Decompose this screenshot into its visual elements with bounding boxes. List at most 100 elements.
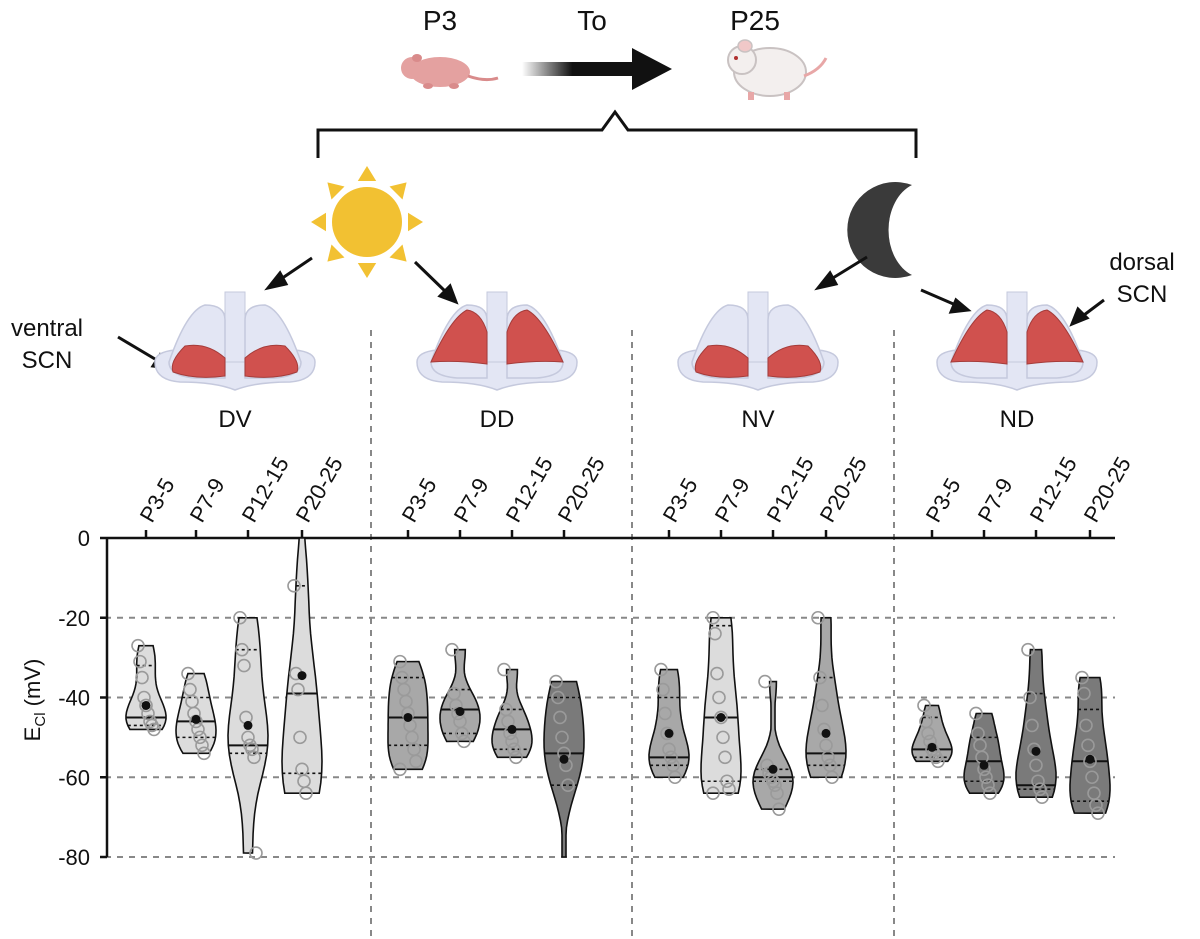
violin-mean xyxy=(821,728,831,738)
data-point xyxy=(917,698,931,713)
sun-ray xyxy=(389,244,407,262)
data-point xyxy=(457,734,471,749)
x-tick-label: P3-5 xyxy=(135,474,180,527)
sun-ray xyxy=(357,166,377,181)
rat-pup-icon xyxy=(401,54,499,89)
x-tick-label: P3-5 xyxy=(397,474,442,527)
y-axis-title: ECl (mV) xyxy=(20,659,49,742)
data-point xyxy=(720,774,734,789)
data-point xyxy=(983,786,997,801)
data-point xyxy=(509,750,523,765)
data-point xyxy=(1081,738,1095,753)
data-point xyxy=(770,786,784,801)
data-point xyxy=(247,750,261,765)
x-tick-label: P20-25 xyxy=(291,453,348,527)
data-point xyxy=(193,730,207,745)
data-point xyxy=(1079,718,1093,733)
sun-ray xyxy=(408,212,423,232)
data-point xyxy=(815,698,829,713)
data-point xyxy=(706,610,720,625)
data-point xyxy=(409,754,423,769)
x-tick-label: P20-25 xyxy=(815,453,872,527)
data-point xyxy=(551,690,565,705)
header-end-label: P25 xyxy=(730,5,780,36)
x-tick-label: P7-9 xyxy=(185,474,230,527)
data-point xyxy=(716,730,730,745)
data-point xyxy=(507,742,521,757)
data-point xyxy=(497,662,511,677)
data-point xyxy=(1035,790,1049,804)
data-point xyxy=(718,750,732,765)
y-tick-label: 0 xyxy=(78,526,90,551)
data-point xyxy=(131,638,145,653)
data-point xyxy=(821,750,835,765)
ventral-scn-label-line1: ventral xyxy=(11,315,83,342)
data-point xyxy=(981,778,995,793)
third-ventricle xyxy=(747,291,769,363)
ventral-scn-label-line2: SCN xyxy=(22,347,73,374)
data-point xyxy=(197,746,211,761)
x-tick-label: P7-9 xyxy=(710,474,755,527)
data-point xyxy=(445,642,459,657)
third-ventricle xyxy=(1006,291,1028,363)
moon-icon xyxy=(847,182,912,278)
data-point xyxy=(706,786,720,801)
bracket xyxy=(316,109,918,158)
data-point xyxy=(921,726,935,741)
sun-ray xyxy=(389,182,407,200)
data-point xyxy=(249,846,263,860)
x-tick-label: P12-15 xyxy=(1025,453,1082,527)
sun-ray xyxy=(311,212,326,232)
progression-arrow-icon xyxy=(522,48,672,90)
violin-mean xyxy=(403,712,413,722)
dorsal-scn-label-line1: dorsal xyxy=(1109,249,1174,276)
scn-diagram-icon xyxy=(416,291,578,391)
violin xyxy=(281,537,323,794)
data-point xyxy=(135,670,149,685)
data-point xyxy=(1029,758,1043,773)
y-tick-label: -80 xyxy=(58,845,90,870)
data-point xyxy=(1085,770,1099,785)
data-point xyxy=(825,770,839,785)
group-label: DV xyxy=(218,406,251,433)
third-ventricle xyxy=(224,291,246,363)
x-tick-label: P7-9 xyxy=(973,474,1018,527)
data-point xyxy=(241,730,255,745)
data-point xyxy=(1021,642,1035,657)
data-point xyxy=(1023,690,1037,705)
adult-rat-icon xyxy=(727,39,828,100)
data-point xyxy=(708,626,722,641)
dorsal-scn-region xyxy=(506,309,564,365)
x-tick-label: P3-5 xyxy=(921,474,966,527)
violin-mean xyxy=(664,728,674,738)
data-point xyxy=(561,778,575,793)
data-point xyxy=(549,674,563,689)
data-point xyxy=(237,658,251,673)
x-tick-label: P20-25 xyxy=(553,453,610,527)
data-point xyxy=(553,710,567,725)
data-point xyxy=(969,706,983,721)
data-point xyxy=(768,778,782,793)
data-point xyxy=(1075,670,1089,685)
data-point xyxy=(662,742,676,757)
data-point xyxy=(235,642,249,657)
data-point xyxy=(455,726,469,741)
data-point xyxy=(668,770,682,785)
data-point xyxy=(1077,686,1091,701)
dorsal-scn-region xyxy=(950,309,1008,365)
header-to-label: To xyxy=(577,5,607,36)
ventral-scn-region xyxy=(244,344,299,378)
x-tick-label: P12-15 xyxy=(762,453,819,527)
data-point xyxy=(293,730,307,745)
data-point xyxy=(758,674,772,689)
y-tick-label: -60 xyxy=(58,765,90,790)
data-point xyxy=(139,698,153,713)
data-point xyxy=(233,610,247,625)
data-point xyxy=(712,690,726,705)
violin-mean xyxy=(1031,746,1041,756)
data-point xyxy=(291,682,305,697)
data-point xyxy=(710,666,724,681)
violin-mean xyxy=(979,760,989,770)
